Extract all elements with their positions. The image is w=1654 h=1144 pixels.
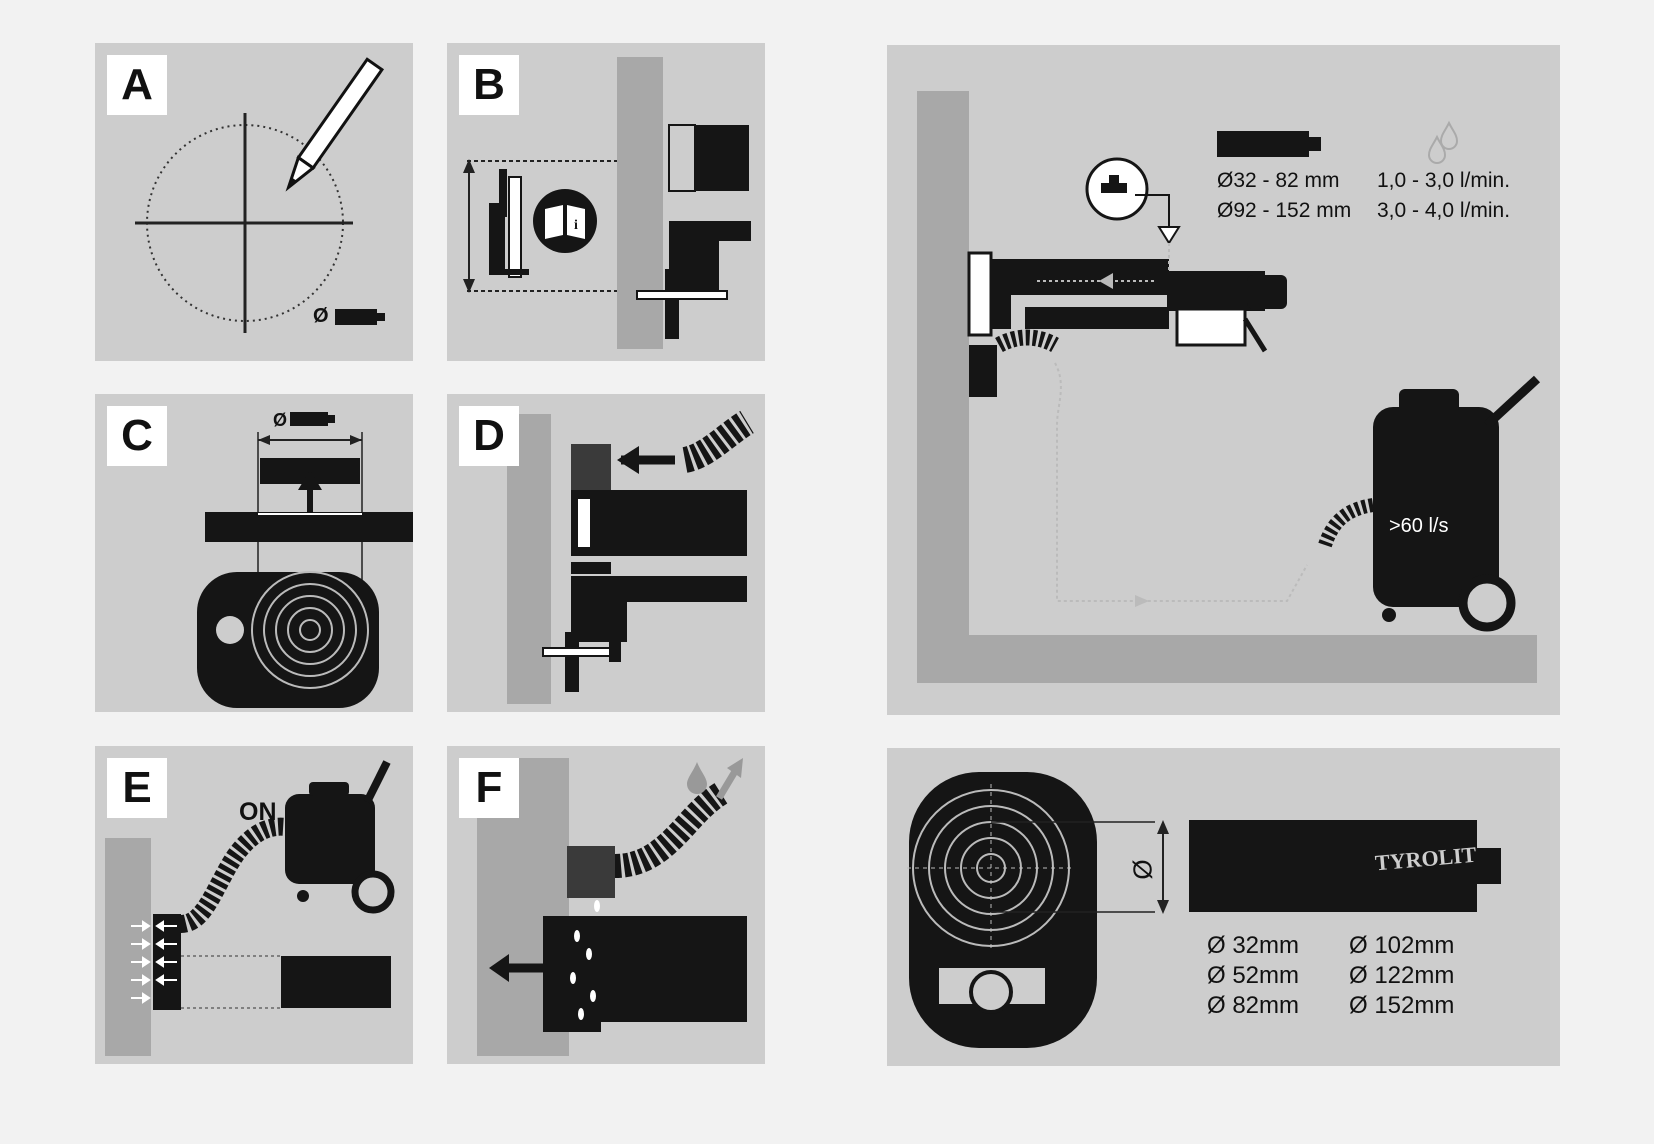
step-c-panel: C Ø	[95, 394, 413, 712]
sizes-illustration	[907, 772, 1501, 1048]
vacuum-cleaner-icon	[1373, 375, 1541, 632]
hose	[681, 410, 755, 473]
wall	[617, 57, 663, 349]
pencil-icon	[285, 57, 385, 192]
water-table-diameter-2: Ø92 - 152 mm	[1217, 199, 1352, 222]
step-b-illustration: i	[463, 57, 751, 349]
step-letter: C	[107, 406, 167, 466]
vacuum-spec-label: >60 l/s	[1389, 515, 1449, 537]
hose	[179, 817, 294, 933]
step-letter: A	[107, 55, 167, 115]
svg-text:i: i	[574, 218, 578, 233]
step-d-panel: D	[447, 394, 765, 712]
core-bit-icon	[1217, 131, 1309, 157]
water-table-flow-1: 1,0 - 3,0 l/min.	[1377, 169, 1511, 192]
step-c-illustration	[197, 412, 413, 708]
diameter-symbol: Ø	[313, 305, 329, 327]
step-f-panel: F	[447, 746, 765, 1064]
setup-illustration	[917, 91, 1541, 683]
step-letter: D	[459, 406, 519, 466]
step-letter: B	[459, 55, 519, 115]
core-bit	[281, 956, 391, 1008]
on-label: ON	[239, 798, 277, 826]
size-left-2: Ø 52mm	[1207, 962, 1300, 989]
dust-hood	[571, 444, 611, 490]
core-bit	[1189, 820, 1477, 912]
step-e-panel: E ON	[95, 746, 413, 1064]
size-right-3: Ø 152mm	[1349, 992, 1455, 1019]
core-bit-icon	[335, 309, 385, 325]
size-right-2: Ø 122mm	[1349, 962, 1455, 989]
water-table-flow-2: 3,0 - 4,0 l/min.	[1377, 199, 1511, 222]
wall	[917, 91, 969, 683]
diameter-symbol: Ø	[1127, 859, 1158, 880]
step-letter: E	[107, 758, 167, 818]
size-left-1: Ø 32mm	[1207, 932, 1300, 959]
sizes-panel: Ø TYROLIT Ø 32mm Ø 52mm Ø 82mm Ø 102mm Ø…	[887, 748, 1560, 1066]
floor	[917, 635, 1537, 683]
core-bit-icon	[290, 412, 335, 426]
step-b-panel: i B	[447, 43, 765, 361]
manual-icon: i	[533, 189, 597, 253]
water-drops-icon	[1427, 120, 1459, 164]
setup-panel: Ø32 - 82 mm 1,0 - 3,0 l/min. Ø92 - 152 m…	[887, 45, 1560, 715]
vacuum-cleaner-icon	[285, 760, 395, 914]
step-a-illustration	[135, 57, 385, 333]
core-bit	[601, 916, 747, 1022]
step-a-panel: A Ø	[95, 43, 413, 361]
dust-hood	[567, 846, 615, 898]
step-e-illustration	[105, 760, 395, 1056]
water-drop-icon	[687, 762, 707, 794]
hose	[614, 781, 730, 878]
diameter-symbol: Ø	[273, 410, 288, 430]
water-table-diameter-1: Ø32 - 82 mm	[1217, 169, 1340, 192]
size-left-3: Ø 82mm	[1207, 992, 1300, 1019]
size-right-1: Ø 102mm	[1349, 932, 1455, 959]
step-letter: F	[459, 758, 519, 818]
step-d-illustration	[507, 410, 755, 704]
step-f-illustration	[477, 758, 747, 1056]
